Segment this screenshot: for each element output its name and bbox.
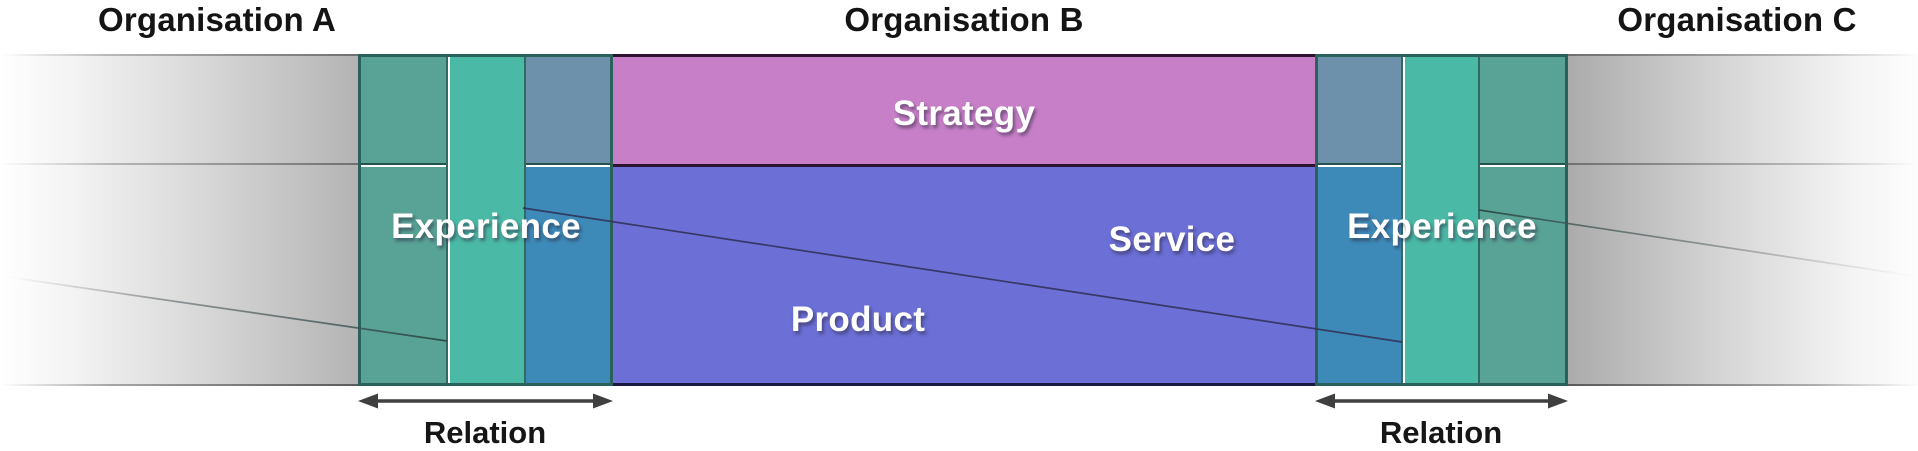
experience-right-touchpoint-stripe <box>1405 57 1478 383</box>
experience-right-label: Experience <box>1347 207 1537 246</box>
product-label: Product <box>790 300 926 339</box>
experience-left-inner-stripe-top <box>526 57 610 165</box>
relation-arrow-right <box>1315 393 1568 409</box>
service-label: Service <box>1108 220 1236 259</box>
strategy-label: Strategy <box>892 94 1036 133</box>
relation-right-label: Relation <box>1379 415 1503 450</box>
organisation-c-title: Organisation C <box>1617 1 1857 38</box>
organisation-b-title: Organisation B <box>844 1 1084 38</box>
relation-arrow-left <box>358 393 613 409</box>
relation-left-label: Relation <box>423 415 547 450</box>
experience-right-inner-stripe-top <box>1318 57 1401 165</box>
organisation-a-gradient-panel <box>0 54 358 386</box>
organisation-a-title: Organisation A <box>97 1 337 38</box>
experience-right-outer-stripe-bottom <box>1480 167 1565 383</box>
experience-right-outer-stripe-top <box>1480 57 1565 165</box>
experience-left-label: Experience <box>391 207 581 246</box>
experience-left-outer-stripe-bottom <box>361 167 446 383</box>
product-service-area <box>613 167 1315 383</box>
experience-left-inner-stripe-bottom <box>526 167 610 383</box>
experience-left-outer-stripe <box>361 57 448 383</box>
organisation-c-gradient-panel <box>1568 54 1918 386</box>
strategy-band <box>613 57 1315 167</box>
experience-left-outer-stripe-top <box>361 57 446 165</box>
experience-left-touchpoint-stripe <box>450 57 524 383</box>
experience-right-inner-stripe-bottom <box>1318 167 1401 383</box>
